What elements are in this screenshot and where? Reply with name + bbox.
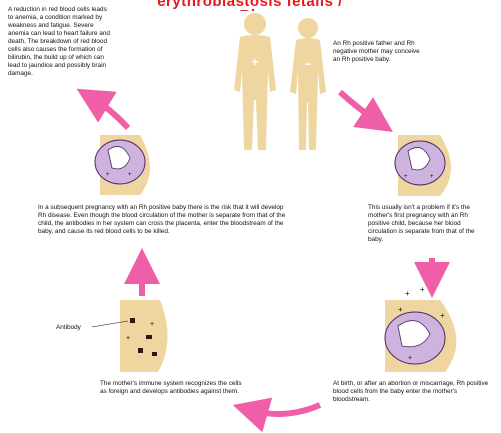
cycle-arrow-5 <box>92 98 128 128</box>
cycle-arrow-1 <box>340 92 378 122</box>
svg-text:+: + <box>398 305 403 314</box>
caption-anemia: A reduction in red blood cells leads to … <box>8 6 112 78</box>
svg-text:+: + <box>106 172 110 178</box>
pregnant-woman-icon: + + <box>395 135 451 196</box>
svg-text:+: + <box>440 311 445 320</box>
pregnant-woman-icon: + + + + + <box>385 285 456 372</box>
svg-text:+: + <box>408 355 412 362</box>
svg-text:+: + <box>420 285 425 294</box>
father-silhouette-icon <box>234 13 276 150</box>
mother-silhouette-icon <box>290 18 326 150</box>
pregnant-woman-icon: + + <box>95 135 150 195</box>
caption-first-pregnancy: This usually isn't a problem if it's the… <box>368 204 486 244</box>
mother-rh-sign: − <box>304 57 311 71</box>
svg-text:+: + <box>150 321 154 328</box>
father-rh-sign: + <box>251 55 258 69</box>
svg-text:+: + <box>404 174 408 180</box>
svg-text:+: + <box>126 335 130 342</box>
svg-text:+: + <box>128 172 132 178</box>
svg-text:+: + <box>430 174 434 180</box>
caption-immune-response: The mother's immune system recognizes th… <box>100 380 250 396</box>
caption-antibody-label: Antibody <box>56 324 96 332</box>
caption-birth-exposure: At birth, or after an abortion or miscar… <box>333 380 493 404</box>
svg-text:+: + <box>405 289 410 298</box>
caption-parents: An Rh positive father and Rh negative mo… <box>333 40 423 64</box>
cycle-arrow-3 <box>250 405 320 414</box>
antibody-icon <box>130 318 135 323</box>
pregnant-woman-icon: + + <box>120 300 168 372</box>
caption-subsequent-pregnancy: In a subsequent pregnancy with an Rh pos… <box>38 204 286 236</box>
